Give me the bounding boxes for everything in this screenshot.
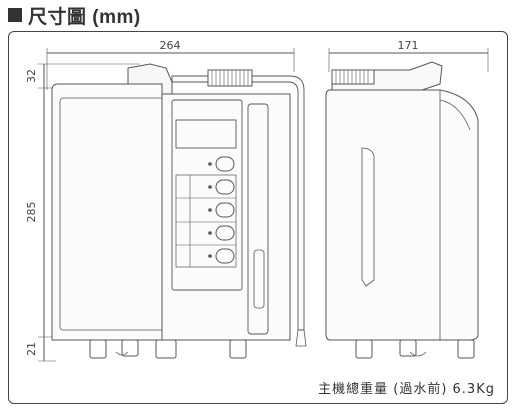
- side-body: [325, 89, 479, 341]
- foot: [89, 339, 107, 359]
- drawing-frame: [8, 31, 508, 404]
- body-height-label: 285: [25, 202, 38, 223]
- foot: [229, 339, 247, 359]
- power-button: [215, 156, 235, 172]
- section-heading: 尺寸圖 (mm): [8, 4, 141, 28]
- side-slot-inner: [253, 249, 265, 309]
- display-screen: [175, 119, 237, 149]
- mode-button-1: [215, 179, 235, 195]
- mode-button-2: [215, 202, 235, 218]
- mode-button-4: [215, 248, 235, 264]
- foot: [155, 339, 177, 359]
- control-panel: [171, 99, 243, 291]
- depth-label: 171: [398, 39, 419, 52]
- side-hose: [331, 69, 375, 85]
- width-label: 264: [160, 39, 181, 52]
- front-body-left: [51, 83, 173, 341]
- top-height-label: 32: [25, 69, 38, 83]
- hose-coupling: [207, 69, 253, 87]
- foot: [121, 339, 139, 357]
- side-slot: [247, 103, 269, 335]
- foot-height-label: 21: [25, 342, 38, 356]
- mode-button-3: [215, 225, 235, 241]
- square-bullet-icon: [8, 8, 22, 22]
- heading-text: 尺寸圖 (mm): [28, 6, 141, 28]
- weight-note: 主機總重量 (過水前) 6.3Kg: [318, 382, 495, 397]
